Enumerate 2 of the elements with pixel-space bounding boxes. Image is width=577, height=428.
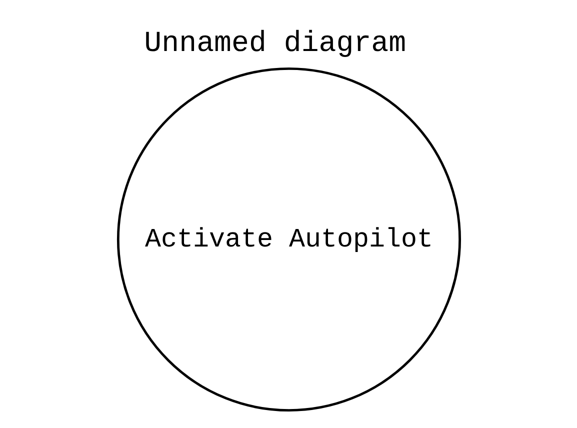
node-circle: Activate Autopilot [116, 67, 461, 412]
diagram-title: Unnamed diagram [144, 27, 406, 60]
